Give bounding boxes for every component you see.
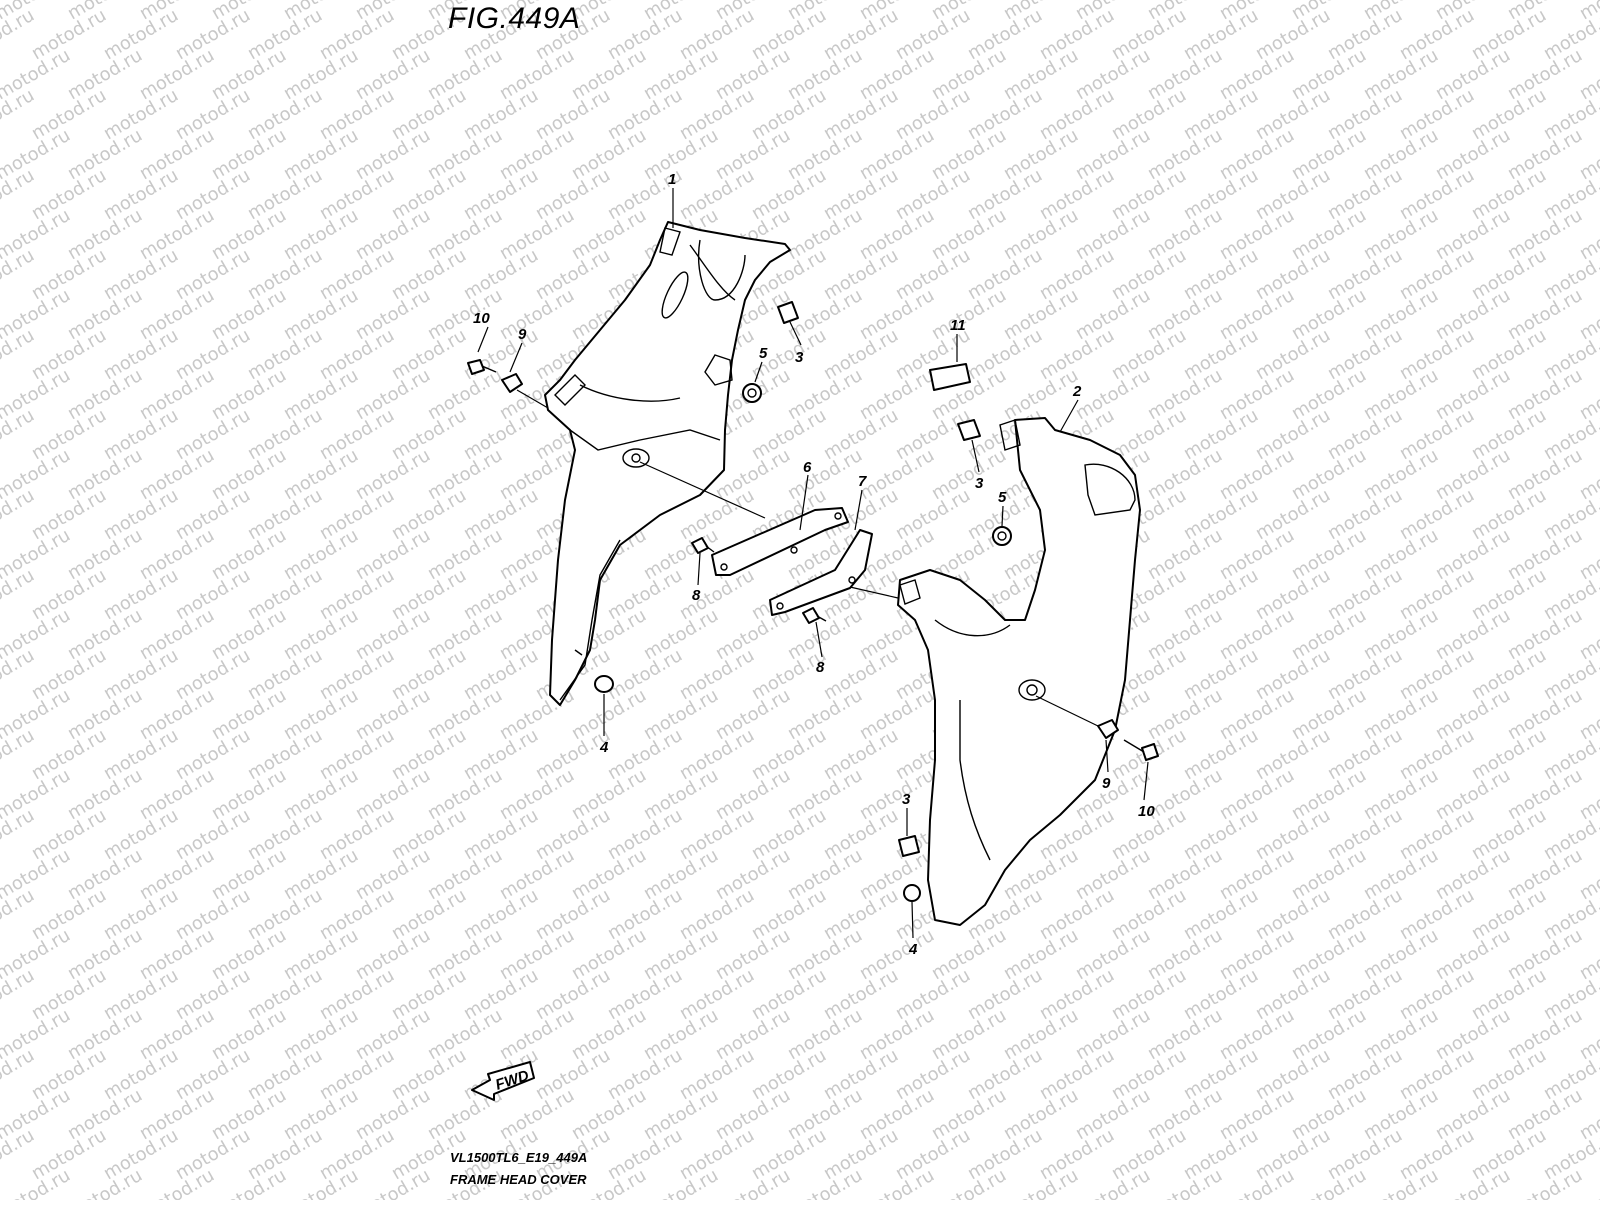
callout-5: 5 [759, 345, 768, 362]
part-4-clip-b [903, 884, 921, 902]
callout-9: 9 [518, 326, 527, 343]
part-9-spacer-a [501, 373, 523, 393]
callout-7: 7 [858, 473, 867, 490]
callout-10: 10 [473, 310, 490, 327]
callout-3: 3 [902, 791, 911, 808]
callout-3: 3 [975, 475, 984, 492]
figure-title: FIG.449A [448, 2, 581, 35]
callout-4: 4 [908, 941, 918, 958]
callout-5: 5 [998, 489, 1007, 506]
part-9-spacer-b [1097, 719, 1119, 739]
callout-3: 3 [795, 349, 804, 366]
part-5-grommet-b [992, 526, 1012, 546]
model-code-caption: VL1500TL6_E19_449A [450, 1150, 588, 1165]
part-4-clip-a [594, 675, 614, 693]
callout-8: 8 [816, 659, 825, 676]
watermark-text: motod.ru [0, 1165, 2, 1200]
part-3-cushion-c [898, 835, 920, 857]
callout-6: 6 [803, 459, 812, 476]
part-10-bolt-a [467, 359, 497, 375]
callout-2: 2 [1072, 383, 1082, 400]
callout-8: 8 [692, 587, 701, 604]
part-3-cushion-b [957, 419, 981, 441]
part-2-right-frame-head-cover [897, 417, 1141, 926]
part-10-bolt-b [1123, 739, 1159, 761]
part-3-cushion-a [777, 301, 799, 324]
leader-lines [477, 188, 1149, 939]
callout-4: 4 [599, 739, 609, 756]
part-8-bolt-a [691, 537, 715, 554]
callout-11: 11 [950, 317, 966, 334]
part-11-cushion [929, 363, 971, 391]
part-6-bracket [711, 507, 849, 576]
part-1-left-frame-head-cover [544, 221, 791, 706]
part-5-grommet-a [742, 383, 762, 403]
callout-9: 9 [1102, 775, 1111, 792]
part-8-bolt-b [802, 607, 827, 624]
part-7-bracket [769, 529, 873, 616]
callout-1: 1 [668, 171, 676, 188]
section-name-caption: FRAME HEAD COVER [450, 1172, 587, 1187]
callout-10: 10 [1138, 803, 1155, 820]
